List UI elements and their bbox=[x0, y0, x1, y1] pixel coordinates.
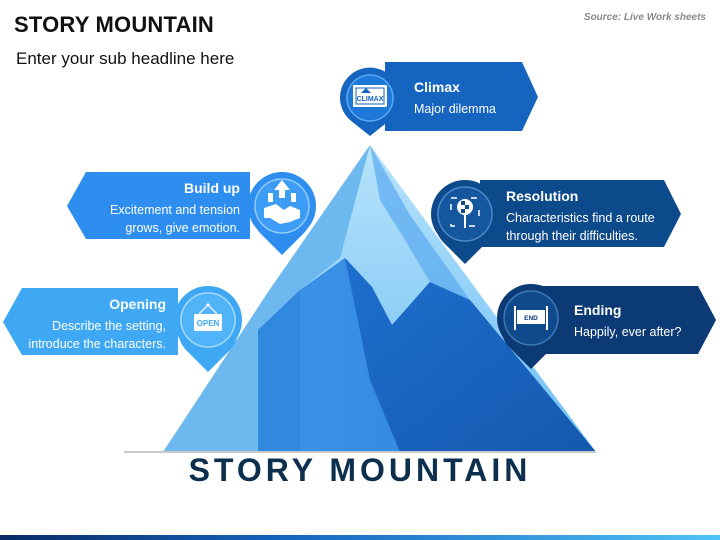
build-up-text: Build up Excitement and tension grows, g… bbox=[90, 179, 240, 237]
build-up-banner bbox=[67, 172, 250, 239]
mountain-shadow-strip bbox=[258, 290, 300, 452]
handshake-growth-icon bbox=[264, 180, 300, 224]
climax-banner bbox=[385, 62, 538, 131]
ending-banner bbox=[535, 286, 716, 354]
open-sign-text: OPEN bbox=[197, 319, 220, 328]
ground-line bbox=[124, 451, 596, 453]
opening-text: Opening Describe the setting, introduce … bbox=[18, 295, 166, 353]
build-up-title: Build up bbox=[184, 180, 240, 196]
ending-text: Ending Happily, ever after? bbox=[574, 301, 699, 341]
resolution-text: Resolution Characteristics find a route … bbox=[506, 187, 671, 245]
build-up-description: Excitement and tension grows, give emoti… bbox=[110, 203, 240, 235]
resolution-title: Resolution bbox=[506, 188, 579, 204]
open-sign-icon: OPEN bbox=[194, 303, 222, 331]
climax-sign-text: CLIMAX bbox=[357, 96, 384, 103]
page-title: STORY MOUNTAIN bbox=[14, 12, 214, 37]
mountain-label: STORY MOUNTAIN bbox=[188, 452, 532, 488]
opening-banner bbox=[3, 288, 178, 355]
bottom-accent-bar bbox=[0, 535, 720, 540]
mountain-shadow-strip-2 bbox=[300, 258, 345, 452]
mountain-left-face bbox=[163, 145, 370, 452]
climax-title: Climax bbox=[414, 79, 460, 95]
end-banner-text: END bbox=[524, 315, 538, 322]
climax-text: Climax Major dilemma bbox=[414, 78, 524, 118]
end-banner-icon: END bbox=[514, 306, 548, 330]
checkered-flag-target-icon bbox=[450, 197, 480, 228]
ending-description: Happily, ever after? bbox=[574, 325, 682, 339]
climax-sign-icon: CLIMAX bbox=[353, 85, 387, 107]
source-note: Source: Live Work sheets bbox=[583, 12, 706, 23]
resolution-description: Characteristics find a route through the… bbox=[506, 211, 655, 243]
mountain-body-dark bbox=[345, 258, 596, 452]
resolution-banner bbox=[480, 180, 681, 247]
ending-title: Ending bbox=[574, 302, 622, 318]
climax-description: Major dilemma bbox=[414, 102, 496, 116]
opening-title: Opening bbox=[109, 296, 166, 312]
opening-description: Describe the setting, introduce the char… bbox=[28, 319, 166, 351]
mountain bbox=[163, 145, 596, 452]
page-subtitle: Enter your sub headline here bbox=[16, 49, 235, 68]
